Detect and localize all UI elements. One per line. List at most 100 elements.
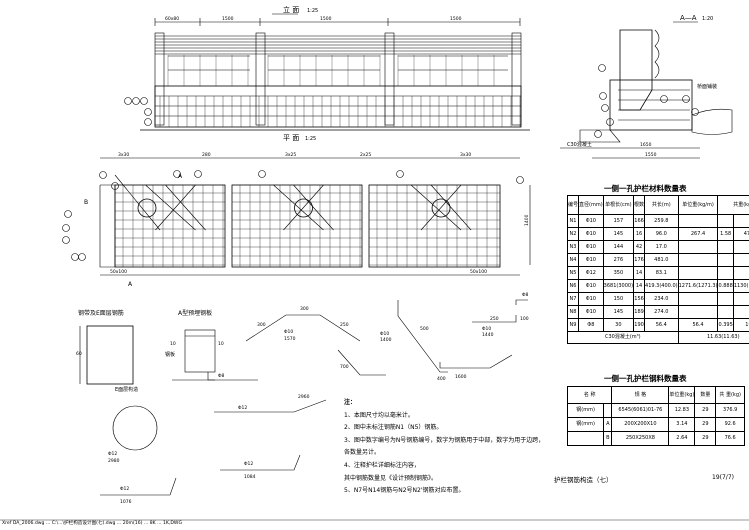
note-2: 2、图中未标注钢筋N1（N5）钢筋。 [344,424,443,432]
elevation-title: 立 面 [283,5,299,14]
callout-circle [99,171,107,179]
callout-circle [144,108,152,116]
callout-circle [682,95,690,103]
table-cell: 234.0 [644,292,679,306]
callout-circle [601,104,609,112]
table1-header-cell: 单根长(cm) [602,195,635,215]
bar-n2-len: 1440 [482,332,494,338]
plan-rebar-segments [99,174,501,268]
diagonal-bar [145,184,196,231]
table-cell: 1130(1129.8) [732,279,749,293]
railing-bars [155,35,521,86]
table-cell: N7 [566,292,580,306]
bar-n2-dim-2: 100 [520,316,529,322]
bar-n1-dim-2: 1600 [455,374,467,380]
bar-n6-label: Φ10 [284,329,293,335]
section-note: 桥面铺装 [697,83,717,90]
table-cell: Φ10 [578,305,604,319]
diagonal-bar [114,174,161,231]
section-view: A—A 1:20 1650 1550 桥面铺装 C30混凝土 [560,14,733,159]
callout-circle [124,97,132,105]
detail-drawings: 钢带及E面层钢筋 60 E面层构造 A型预埋钢板 钢板 10 10 300 30… [76,292,529,505]
table-cell: 2.64 [668,431,696,446]
callout-circle [660,95,668,103]
bar-n5-len: 1400 [380,337,392,343]
callout-circle [140,97,148,105]
table1-total-row: C30混凝土(m³) 11.63(11.63) [567,331,749,344]
small-n10-label: Φ8 [522,292,529,298]
circle-label: Φ12 [108,451,117,457]
table-cell: Φ10 [578,214,604,228]
table-cell: 190 [633,318,646,332]
elevation-left-dim: 60x80 [165,16,179,22]
table-cell: N1 [566,214,580,228]
table-cell: 176 [633,253,646,267]
drain-hole [137,198,157,218]
callout-circle [606,118,614,126]
marker-a-bottom: A [128,281,133,288]
plan-dim-3: 3x25 [285,152,296,158]
table1-header-cell: 根数 [633,195,646,215]
bar-n2-dim-1: 250 [490,316,499,322]
table-cell: 1.58 [717,227,734,241]
table-cell: 156 [633,292,646,306]
diagonal-bar [283,184,324,231]
bar-a-label: Φ12 [238,405,247,411]
section-dim-2: 1550 [645,152,657,158]
table-cell: N4 [566,253,580,267]
bar-bottom-1-label: Φ12 [120,486,129,492]
table-cell: 42 [633,240,646,254]
table-cell: 14 [633,279,646,293]
callout-circle [194,170,202,178]
table-cell: Φ10 [578,227,604,241]
plan-bottom-dim-2: 50x100 [470,269,487,275]
table-cell: 56.4 [644,318,679,332]
table-cell: 0.888 [717,279,734,293]
drain-hole [294,198,313,218]
note-4b: 其中钢筋数量见《设计预制钢筋》。 [344,474,438,482]
table-cell [717,214,734,228]
small-bar-label: Φ8 [218,373,225,379]
bar-bottom-1-dim-1: 1076 [120,499,132,505]
plan-dim-4: 2x25 [360,152,371,158]
table-cell: 29 [694,431,717,446]
callout-circle [599,92,607,100]
table-cell: 376.9 [715,403,745,418]
plan-scale: 1:25 [305,136,316,142]
notes-heading: 注： [344,399,357,406]
note-1: 1、本图尺寸均以毫米计。 [344,411,414,419]
table-cell: 76.6 [715,431,745,446]
table-cell: 30 [602,318,635,332]
table-cell: 276 [602,253,635,267]
table-cell [677,266,719,280]
table-cell: 56.4 [677,318,719,332]
table-cell [717,292,734,306]
drain-hole [431,198,451,218]
table-cell: 267.4 [677,227,719,241]
table1-total-value: 11.63(11.63) [677,331,749,344]
a-dim-2: 10 [218,341,224,347]
elevation-callouts [124,97,152,126]
notes-block: 注： 1、本图尺寸均以毫米计。 2、图中未标注钢筋N1（N5）钢筋。 3、图中数… [344,397,544,498]
bar-n5-dim-1: 500 [420,326,429,332]
table-cell: 157 [602,214,635,228]
table2-header: 名 称 规 格 单位重(kg) 数量 共 重(kg) [566,386,745,404]
table1-header-cell: 共长(m) [644,195,679,215]
plan-dim-1: 3x30 [118,152,129,158]
table-cell [732,253,749,267]
callout-circle [132,97,140,105]
plan-segment [368,184,501,268]
table-cell: 250X250X8 [611,431,670,446]
panel-title: 钢带及E面层钢筋 [78,309,124,317]
diagonal-bar [293,184,334,231]
table-cell: 16 [633,227,646,241]
table-cell: A [603,417,613,432]
material-quantity-table: 编号 直径(mm) 单根长(cm) 根数 共长(m) 单位重(kg/m) 共重(… [566,195,749,344]
steel-quantity-table: 名 称 规 格 单位重(kg) 数量 共 重(kg) 钢(mm)6545(606… [566,386,745,446]
bar-n6-dim-3: 250 [340,322,349,328]
note-4: 4、注释护栏详细标注内容， [344,461,420,469]
table-cell [732,305,749,319]
